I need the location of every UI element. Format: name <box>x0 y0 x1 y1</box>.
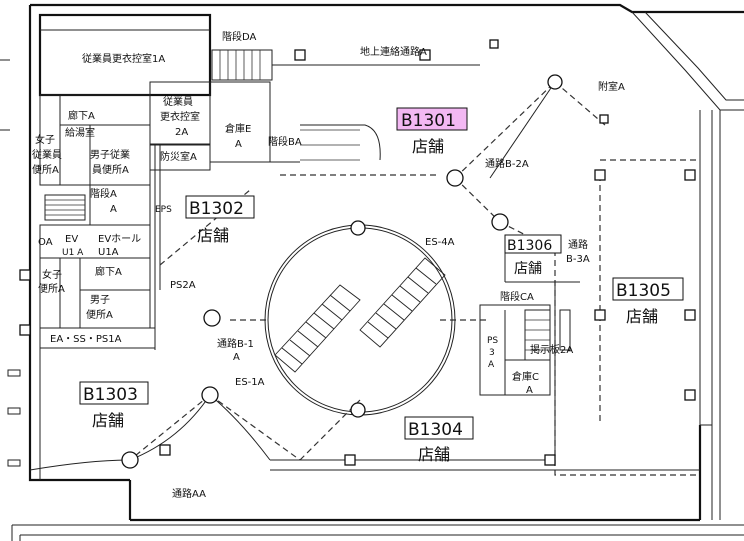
stairs-da-drawing <box>211 49 480 81</box>
shop-b1303-name: 店舗 <box>92 411 124 430</box>
label-stairs-a-1: 階段A <box>90 187 117 200</box>
shop-b1305-name: 店舗 <box>626 307 658 326</box>
shop-b1304-code-box <box>404 416 474 440</box>
label-stairs-ba: 階段BA <box>268 135 302 148</box>
label-ground-passage-a: 地上連絡通路A <box>360 45 427 58</box>
label-passage-aa: 通路AA <box>172 487 206 500</box>
label-locker-2a-1: 従業員 <box>163 95 193 108</box>
label-es4a: ES-4A <box>425 237 455 248</box>
stairs-ba-drawing <box>269 124 381 163</box>
label-stairs-a-2: A <box>110 204 117 215</box>
shop-b1305-code: B1305 <box>616 281 671 301</box>
label-corridor-a2: 廊下A <box>95 265 122 278</box>
label-stairs-da: 階段DA <box>222 30 257 43</box>
label-women-wc-2: 便所A <box>38 282 65 295</box>
label-locker-1a: 従業員更衣控室1A <box>82 52 165 65</box>
b1306-walls <box>504 250 580 283</box>
label-corridor-a: 廊下A <box>68 109 95 122</box>
shop-b1302-code-box <box>185 195 255 219</box>
shop-b1303-code: B1303 <box>83 385 138 405</box>
shop-b1304-name: 店舗 <box>418 445 450 464</box>
label-men-staff-2: 員便所A <box>92 163 129 176</box>
shop-b1302-code: B1302 <box>189 199 244 219</box>
shop-b1306-code: B1306 <box>507 238 552 254</box>
shop-b1301-name: 店舗 <box>412 137 444 156</box>
atrium <box>264 224 456 416</box>
label-men-wc-2: 便所A <box>86 308 113 321</box>
label-passage-b1-2: A <box>233 352 240 363</box>
label-disaster-prev: 防災室A <box>160 150 197 163</box>
shop-b1305[interactable]: B1305 店舗 <box>612 277 684 326</box>
label-women-staff-2: 従業員 <box>32 148 62 161</box>
shop-b1306-code-box <box>504 234 562 254</box>
outer-walls <box>28 3 744 522</box>
left-edge-marks <box>0 59 21 467</box>
shop-b1301-code: B1301 <box>401 111 456 131</box>
shop-b1306-name: 店舗 <box>514 261 542 277</box>
shop-b1301[interactable]: B1301 店舗 <box>396 107 468 156</box>
label-ps2a: PS2A <box>170 280 196 291</box>
stairs-ca-drawing <box>479 304 571 396</box>
label-ev-hall-1: EVホール <box>98 233 141 245</box>
label-ps3a-1: PS <box>487 336 498 346</box>
label-passage-b3a-1: 通路 <box>568 238 588 251</box>
label-storage-c-1: 倉庫C <box>512 370 539 383</box>
shop-boundaries <box>129 81 700 476</box>
label-women-staff-3: 便所A <box>32 163 59 176</box>
label-men-staff-1: 男子従業 <box>90 148 130 161</box>
label-passage-b1-1: 通路B-1 <box>217 337 254 350</box>
label-ea-ss-ps1a: EA・SS・PS1A <box>50 334 122 345</box>
room-labels: 従業員更衣控室1A 階段DA 地上連絡通路A 附室A 従業員 更衣控室 2A 廊… <box>32 30 625 500</box>
label-men-wc-1: 男子 <box>90 294 110 306</box>
label-storage-e-2: A <box>235 139 242 150</box>
columns-round <box>121 74 563 469</box>
label-kyutoshitsu: 給湯室 <box>65 126 95 139</box>
shop-b1303[interactable]: B1303 店舗 <box>79 381 149 430</box>
shop-b1304-code: B1304 <box>408 420 463 440</box>
columns-square <box>19 39 696 466</box>
label-annex-a: 附室A <box>598 80 625 93</box>
label-ev-u1a-1: EV <box>65 234 78 245</box>
label-stairs-ca: 階段CA <box>500 290 534 303</box>
shop-walls <box>29 81 701 471</box>
label-notice-board: 掲示板2A <box>530 343 573 356</box>
label-ps3a-2: 3 <box>489 348 495 358</box>
label-storage-e-1: 倉庫E <box>225 122 251 135</box>
label-women-staff-1: 女子 <box>35 133 55 146</box>
label-passage-b3a-2: B-3A <box>566 254 590 265</box>
escalator-es1a <box>274 284 361 373</box>
label-locker-2a-2: 更衣控室 <box>160 110 200 123</box>
label-ps3a-3: A <box>488 360 495 370</box>
label-storage-c-2: A <box>526 385 533 396</box>
label-locker-2a-3: 2A <box>175 127 188 138</box>
service-block <box>38 13 271 480</box>
label-ev-u1a-2: U1 A <box>62 248 84 258</box>
shop-b1305-code-box <box>612 277 684 301</box>
bottom-band <box>11 524 744 541</box>
label-oa: OA <box>38 237 53 248</box>
shop-b1303-code-box <box>79 381 149 405</box>
shop-b1304[interactable]: B1304 店舗 <box>404 416 474 464</box>
shop-b1306[interactable]: B1306 店舗 <box>504 234 562 277</box>
shop-b1302-name: 店舗 <box>197 226 229 245</box>
shop-b1301-code-box <box>396 107 468 131</box>
shop-b1302[interactable]: B1302 店舗 <box>185 195 255 245</box>
label-es1a: ES-1A <box>235 377 265 388</box>
escalator-es4a <box>359 257 446 348</box>
label-women-wc-1: 女子 <box>42 268 62 281</box>
label-passage-b2a: 通路B-2A <box>485 157 529 170</box>
label-ev-hall-2: U1A <box>98 247 119 258</box>
label-eps: EPS <box>155 205 172 215</box>
